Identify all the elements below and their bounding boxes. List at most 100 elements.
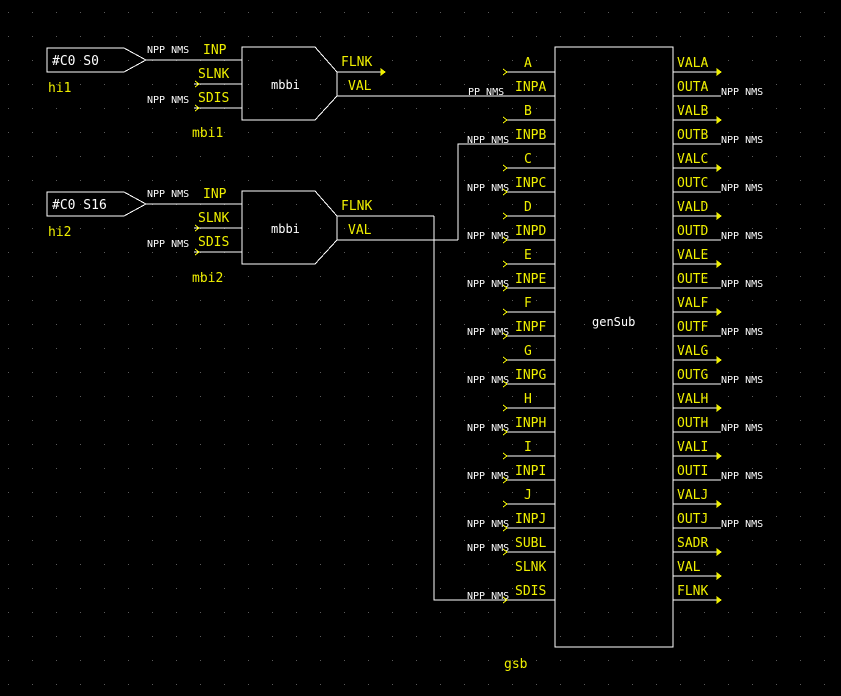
gsb-out-vali[interactable]: VALI: [677, 440, 708, 455]
gsb-out-arrow-icon: [716, 164, 722, 172]
gsb-out-valb[interactable]: VALB: [677, 104, 708, 119]
gsb-pin-j[interactable]: J: [524, 488, 532, 503]
gsb-out-arrow-icon: [716, 116, 722, 124]
gsb-pin-inpc[interactable]: INPC: [515, 176, 546, 191]
hi1-name: hi1: [48, 81, 71, 96]
gsb-out-arrow-icon: [716, 596, 722, 604]
gsb-pin-d[interactable]: D: [524, 200, 532, 215]
gsb-out-oute[interactable]: OUTE: [677, 272, 708, 287]
mbi1-block[interactable]: mbbi mbi1 NPP NMS INP SLNK NPP NMS SDIS …: [146, 43, 555, 141]
gsb-pin-inpj[interactable]: INPJ: [515, 512, 546, 527]
gsb-pin-marker-subl: [502, 548, 508, 556]
gsb-pin-inpf[interactable]: INPF: [515, 320, 546, 335]
gsb-out-outc[interactable]: OUTC: [677, 176, 708, 191]
gsb-pin-slnk[interactable]: SLNK: [515, 560, 546, 575]
gsb-out-valh[interactable]: VALH: [677, 392, 708, 407]
gsb-type: genSub: [592, 315, 635, 329]
gsb-out-outa[interactable]: OUTA: [677, 80, 708, 95]
gsb-out-flnk[interactable]: FLNK: [677, 584, 708, 599]
gsb-pin-h[interactable]: H: [524, 392, 532, 407]
mbi1-sdis-tag: NPP NMS: [147, 95, 189, 106]
gsb-pin-tag-subl: NPP NMS: [467, 543, 509, 554]
gsb-name: gsb: [504, 657, 528, 672]
gsb-out-vale[interactable]: VALE: [677, 248, 708, 263]
gsb-pin-tag-inpf: NPP NMS: [467, 327, 509, 338]
gsb-out-outh[interactable]: OUTH: [677, 416, 708, 431]
gsb-out-tag-outb: NPP NMS: [721, 135, 763, 146]
gsb-out-vala[interactable]: VALA: [677, 56, 708, 71]
hi2-port[interactable]: #C0 S16 hi2: [46, 191, 148, 240]
gsb-out-sadr[interactable]: SADR: [677, 536, 708, 551]
mbi1-val-pin: VAL: [348, 79, 372, 94]
gsb-pin-tag-inpi: NPP NMS: [467, 471, 509, 482]
gsb-pin-inph[interactable]: INPH: [515, 416, 546, 431]
gsb-pin-inpg[interactable]: INPG: [515, 368, 546, 383]
gsb-pin-subl[interactable]: SUBL: [515, 536, 546, 551]
gsb-pin-b[interactable]: B: [524, 104, 532, 119]
gsb-out-arrow-icon: [716, 212, 722, 220]
gsb-out-outd[interactable]: OUTD: [677, 224, 708, 239]
mbi2-inp-tag: NPP NMS: [147, 189, 189, 200]
gsb-pin-g[interactable]: G: [524, 344, 532, 359]
gsb-pin-inpb[interactable]: INPB: [515, 128, 546, 143]
gsb-pin-marker-g: [502, 356, 508, 364]
wire-mbi2-val-to-inpb[interactable]: [457, 143, 555, 240]
gsb-pin-marker-inpf: [502, 332, 508, 340]
gsb-pin-inpi[interactable]: INPI: [515, 464, 546, 479]
gsb-pin-c[interactable]: C: [524, 152, 532, 167]
gsb-out-outj[interactable]: OUTJ: [677, 512, 708, 527]
gsb-pin-f[interactable]: F: [524, 296, 532, 311]
hi1-value: #C0 S0: [52, 54, 99, 69]
mbi2-block[interactable]: mbbi mbi2 NPP NMS INP SLNK NPP NMS SDIS …: [146, 187, 458, 286]
mbi2-type: mbbi: [271, 222, 300, 236]
gsb-pin-e[interactable]: E: [524, 248, 532, 263]
gsb-out-tag-outa: NPP NMS: [721, 87, 763, 98]
gsb-pin-marker-inpc: [502, 188, 508, 196]
gsb-out-valf[interactable]: VALF: [677, 296, 708, 311]
gsb-pin-marker-inpd: [502, 236, 508, 244]
hi1-port[interactable]: #C0 S0 hi1: [46, 47, 148, 96]
gsb-pin-tag-inpe: NPP NMS: [467, 279, 509, 290]
gsb-out-tag-outi: NPP NMS: [721, 471, 763, 482]
gsb-pin-marker-inpe: [502, 284, 508, 292]
gsb-out-valc[interactable]: VALC: [677, 152, 708, 167]
gsb-out-valj[interactable]: VALJ: [677, 488, 708, 503]
gsb-out-arrow-icon: [716, 548, 722, 556]
mbi2-inp-pin: INP: [203, 187, 227, 202]
mbi1-flnk-pin: FLNK: [341, 55, 372, 70]
gsb-pin-sdis[interactable]: SDIS: [515, 584, 546, 599]
mbi2-slnk-pin: SLNK: [198, 211, 229, 226]
hi2-name: hi2: [48, 225, 71, 240]
gsb-out-outb[interactable]: OUTB: [677, 128, 708, 143]
gsb-out-outi[interactable]: OUTI: [677, 464, 708, 479]
gsb-pin-marker-h: [502, 404, 508, 412]
gsb-pin-i[interactable]: I: [524, 440, 532, 455]
gsb-out-tag-outd: NPP NMS: [721, 231, 763, 242]
mbi2-sdis-tag: NPP NMS: [147, 239, 189, 250]
gsb-pin-tag-inph: NPP NMS: [467, 423, 509, 434]
mbi1-slnk-pin: SLNK: [198, 67, 229, 82]
gsb-pin-marker-a: [502, 68, 508, 76]
gsb-pin-tag-inpb: NPP NMS: [467, 135, 509, 146]
gsb-block[interactable]: genSub gsb A INPA PP NMS B INPB NPP NMS C INPC N…: [467, 46, 763, 672]
gsb-out-outf[interactable]: OUTF: [677, 320, 708, 335]
gsb-pin-marker-b: [502, 116, 508, 124]
gsb-out-outg[interactable]: OUTG: [677, 368, 708, 383]
mbi1-sdis-pin: SDIS: [198, 91, 229, 106]
gsb-pin-a[interactable]: A: [524, 56, 532, 71]
gsb-pin-inpe[interactable]: INPE: [515, 272, 546, 287]
gsb-pin-marker-sdis: [502, 596, 508, 604]
mbi2-val-pin: VAL: [348, 223, 372, 238]
gsb-pin-inpa[interactable]: INPA: [515, 80, 546, 95]
gsb-pin-tag-inpj: NPP NMS: [467, 519, 509, 530]
gsb-out-valg[interactable]: VALG: [677, 344, 708, 359]
gsb-pin-tag-inpa: PP NMS: [468, 87, 504, 98]
gsb-pin-tag-inpd: NPP NMS: [467, 231, 509, 242]
gsb-out-tag-oute: NPP NMS: [721, 279, 763, 290]
gsb-out-vald[interactable]: VALD: [677, 200, 708, 215]
gsb-pin-inpd[interactable]: INPD: [515, 224, 546, 239]
mbi2-flnk-pin: FLNK: [341, 199, 372, 214]
mbi2-pin-marker: [194, 224, 200, 256]
gsb-out-val[interactable]: VAL: [677, 560, 701, 575]
